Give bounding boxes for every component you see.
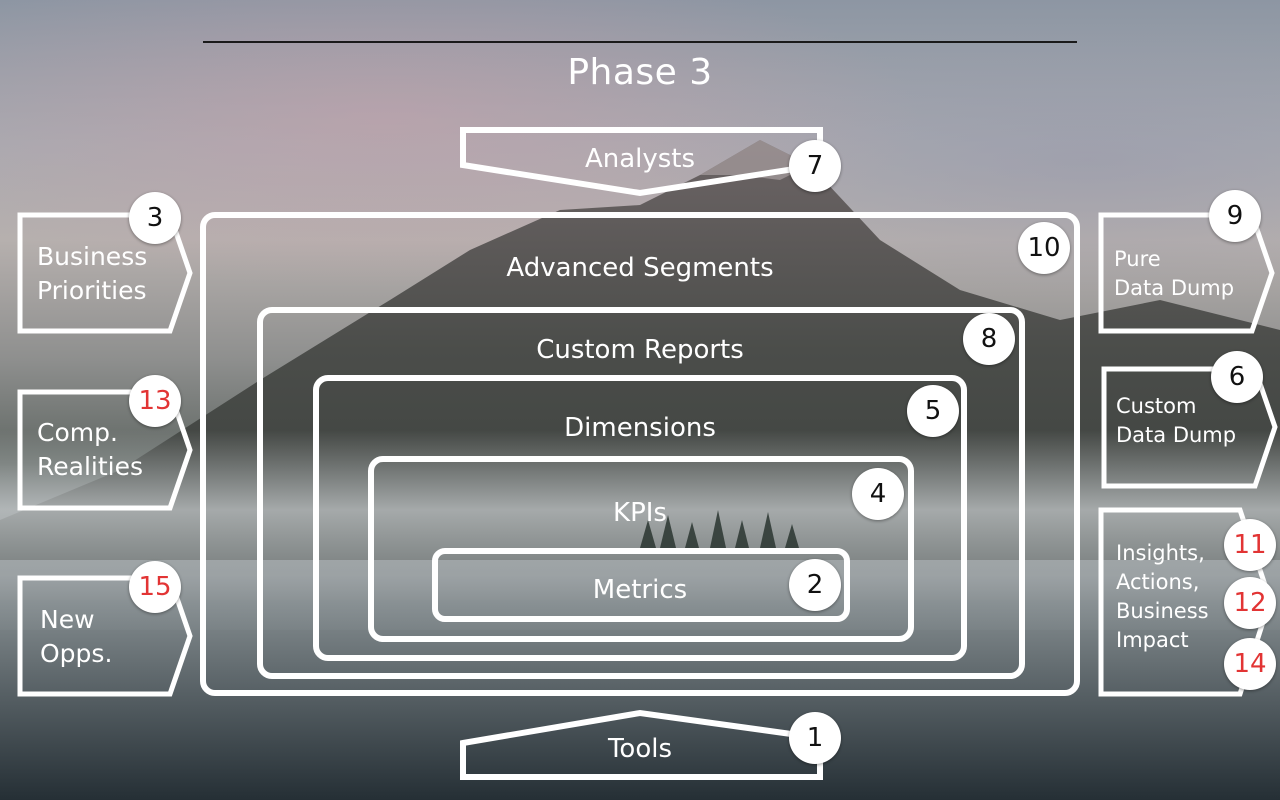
left-item-2-line1: Comp. <box>37 418 118 447</box>
right-item-1-line1: Pure <box>1114 247 1161 271</box>
lake-surface <box>0 600 1280 800</box>
left-item-comp-realities: Comp. Realities <box>37 416 143 484</box>
left-item-business-priorities: Business Priorities <box>37 240 147 308</box>
left-item-2-badge: 13 <box>129 375 181 427</box>
tree-line <box>640 510 799 548</box>
left-item-3-line2: Opps. <box>40 639 113 668</box>
right-item-3-line2: Actions, <box>1116 570 1200 594</box>
analysts-arrow-shape <box>460 127 823 197</box>
right-item-3-badge-b: 12 <box>1224 577 1276 629</box>
kpis-label: KPIs <box>613 498 667 528</box>
box-kpis <box>368 456 914 642</box>
right-item-3-line1: Insights, <box>1116 541 1205 565</box>
metrics-label: Metrics <box>592 575 688 605</box>
kpis-badge: 4 <box>852 468 904 520</box>
advanced-segments-label: Advanced Segments <box>506 253 774 283</box>
fog-band <box>0 430 1280 630</box>
analysts-badge: 7 <box>789 140 841 192</box>
tools-label: Tools <box>607 734 673 764</box>
right-item-2-line2: Data Dump <box>1116 423 1237 447</box>
analysts-label: Analysts <box>584 144 696 174</box>
box-dimensions <box>313 375 967 661</box>
metrics-badge: 2 <box>789 559 841 611</box>
right-item-3-line3: Business <box>1116 599 1209 623</box>
right-item-3-badge-a: 11 <box>1224 519 1276 571</box>
dimensions-badge: 5 <box>907 385 959 437</box>
box-custom-reports <box>257 307 1025 679</box>
box-metrics <box>432 548 850 622</box>
right-item-insights: Insights, Actions, Business Impact <box>1116 539 1209 655</box>
dimensions-label: Dimensions <box>564 413 716 443</box>
left-item-2-line2: Realities <box>37 452 143 481</box>
advanced-segments-badge: 10 <box>1018 222 1070 274</box>
box-advanced-segments <box>200 212 1080 696</box>
right-item-2-badge: 6 <box>1211 351 1263 403</box>
custom-reports-label: Custom Reports <box>536 335 744 365</box>
right-item-3-line4: Impact <box>1116 628 1189 652</box>
page-title: Phase 3 <box>567 52 713 93</box>
right-item-custom-data-dump: Custom Data Dump <box>1116 392 1236 450</box>
custom-reports-badge: 8 <box>963 313 1015 365</box>
right-item-pure-data-dump: Pure Data Dump <box>1114 245 1234 303</box>
left-item-3-badge: 15 <box>129 561 181 613</box>
tools-badge: 1 <box>789 712 841 764</box>
left-item-1-badge: 3 <box>129 192 181 244</box>
right-item-1-line2: Data Dump <box>1114 276 1235 300</box>
left-item-1-line1: Business <box>37 242 148 271</box>
right-item-1-badge: 9 <box>1209 190 1261 242</box>
left-item-1-line2: Priorities <box>37 276 147 305</box>
left-item-new-opps: New Opps. <box>40 603 112 671</box>
left-item-3-line1: New <box>40 605 95 634</box>
right-item-3-badge-c: 14 <box>1224 638 1276 690</box>
right-item-2-line1: Custom <box>1116 394 1197 418</box>
